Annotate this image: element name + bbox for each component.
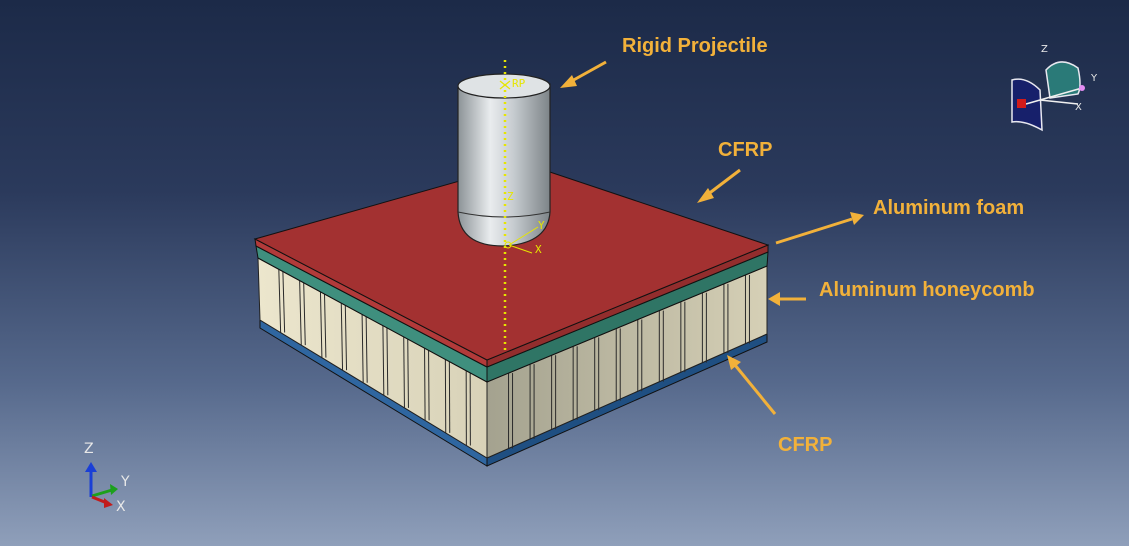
honeycomb-cell-wall [365, 314, 368, 383]
honeycomb-cell-wall [424, 348, 426, 421]
label-cfrp-bottom: CFRP [778, 434, 833, 456]
arrow-foam [775, 212, 864, 245]
triad-z-label: Z [84, 441, 94, 457]
projectile-x-label: X [535, 243, 542, 256]
honeycomb-cell-wall [344, 303, 348, 371]
honeycomb-cell-wall [282, 269, 286, 333]
honeycomb-cell-wall [303, 280, 306, 346]
global-axis-triad [85, 462, 118, 508]
honeycomb-cell-wall [382, 325, 385, 396]
label-cfrp-top: CFRP [718, 139, 773, 161]
arrow-honeycomb [768, 292, 806, 306]
honeycomb-cell-wall [299, 280, 302, 346]
honeycomb-cell-wall [278, 269, 282, 333]
honeycomb-cell-wall [323, 291, 327, 358]
honeycomb-cell-wall [428, 348, 430, 421]
arrow-cfrp-top [697, 168, 741, 203]
honeycomb-cell-wall [386, 325, 389, 396]
rigid-projectile [457, 73, 551, 247]
arrow-cfrp-bottom [727, 355, 777, 415]
honeycomb-cell-wall [403, 336, 405, 408]
projectile-axis-line [499, 60, 539, 350]
arrow-projectile [560, 60, 607, 88]
cfrp-top-layer [253, 162, 770, 368]
label-aluminum-foam: Aluminum foam [873, 197, 1025, 219]
view-cube-y-label: Y [1091, 73, 1098, 84]
foam-layer [255, 245, 769, 383]
view-cube-z-label: Z [1041, 44, 1048, 55]
projectile-z-label: Z [507, 190, 514, 203]
label-rigid-projectile: Rigid Projectile [622, 35, 768, 57]
honeycomb-cell-wall [319, 291, 323, 358]
triad-x-label: X [116, 499, 126, 515]
honeycomb-cell-wall [361, 314, 364, 383]
label-aluminum-honeycomb: Aluminum honeycomb [819, 279, 1035, 301]
projectile-rp-label: RP [512, 77, 526, 90]
view-cube[interactable] [1011, 61, 1085, 132]
honeycomb-cell-wall [340, 303, 344, 371]
triad-y-label: Y [121, 474, 130, 490]
honeycomb-cell-wall [407, 336, 409, 408]
view-cube-x-label: X [1075, 102, 1082, 113]
projectile-y-label: Y [538, 219, 545, 232]
